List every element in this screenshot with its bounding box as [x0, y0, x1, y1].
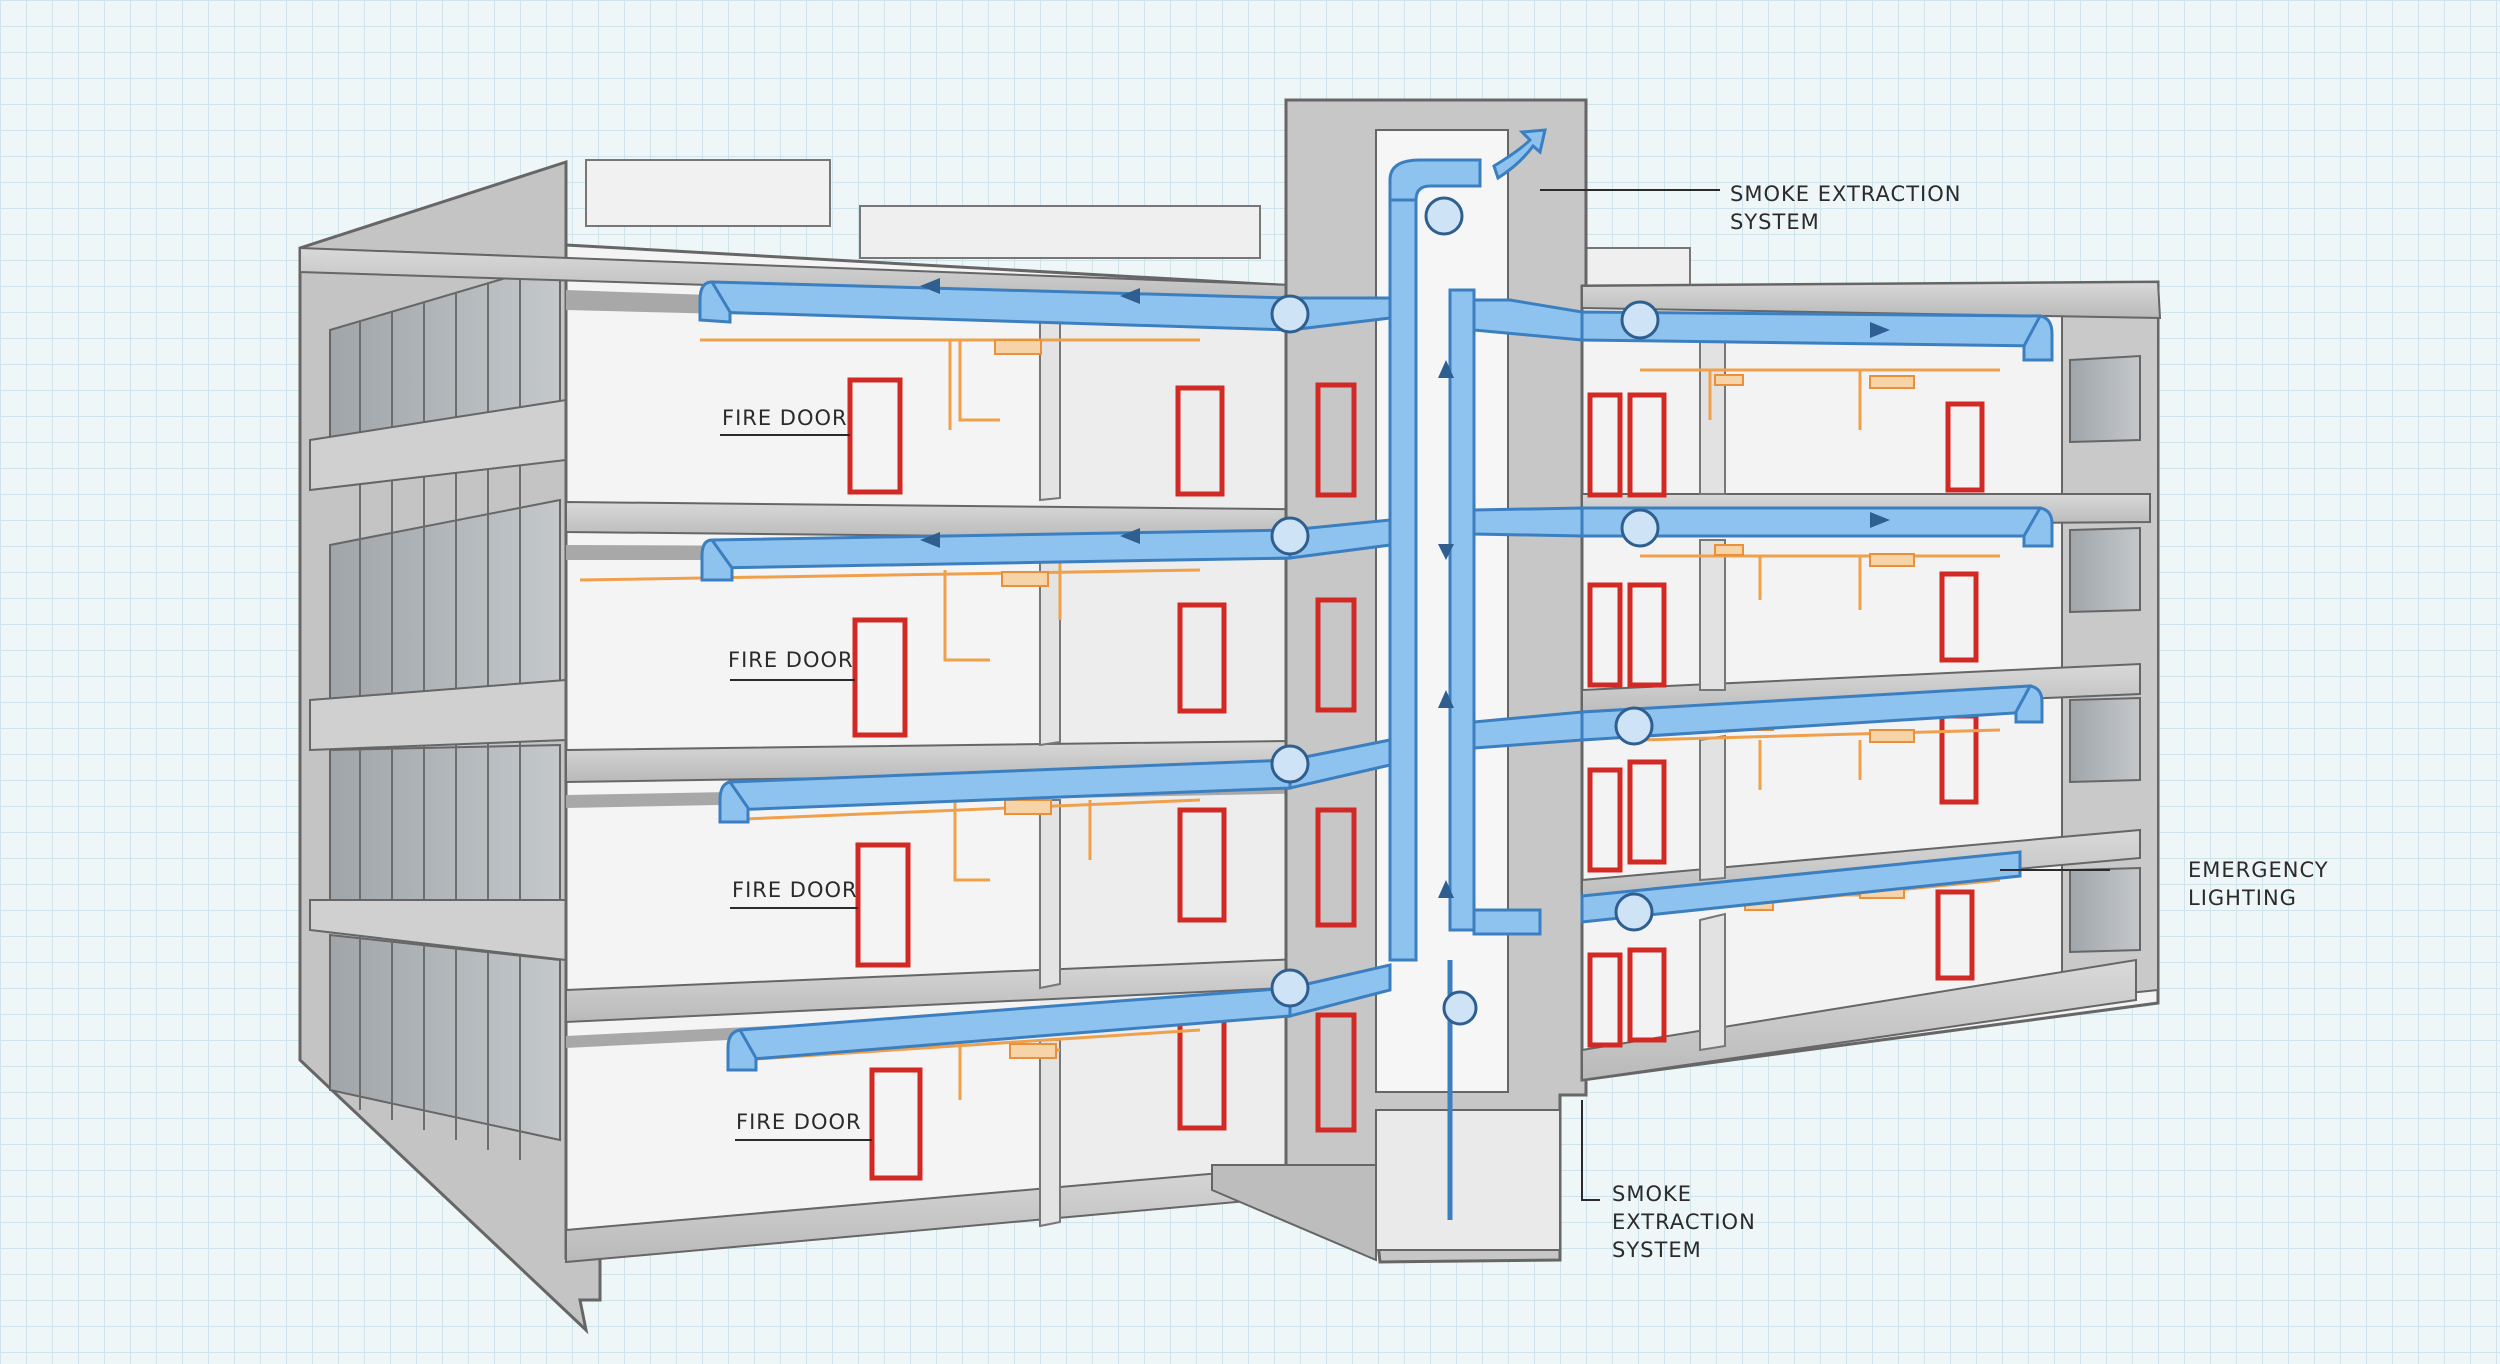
airflow-arrows — [920, 278, 1890, 898]
leader-lines — [720, 189, 2110, 1201]
fire-door-label: FIRE DOOR — [732, 878, 858, 902]
roof-equipment — [585, 159, 1691, 291]
fire-door — [855, 842, 911, 968]
emergency-lighting-label: EMERGENCY LIGHTING — [2188, 858, 2329, 910]
fire-door-label: FIRE DOOR — [736, 1110, 862, 1134]
fire-door — [852, 617, 908, 738]
fire-door — [869, 1067, 923, 1181]
fire-door-label: FIRE DOOR — [728, 648, 854, 672]
smoke-extraction-label-top: SMOKE EXTRACTION SYSTEM — [1730, 182, 1962, 234]
emergency-light-fixtures — [994, 339, 1915, 1059]
smoke-extraction-label-bottom: SMOKE EXTRACTION SYSTEM — [1612, 1182, 1756, 1262]
left-facade — [298, 159, 602, 1335]
fire-doors — [847, 377, 1985, 1181]
right-block — [1580, 280, 2162, 1082]
fire-door-label: FIRE DOOR — [722, 406, 848, 430]
extraction-fans — [1270, 196, 1660, 1026]
